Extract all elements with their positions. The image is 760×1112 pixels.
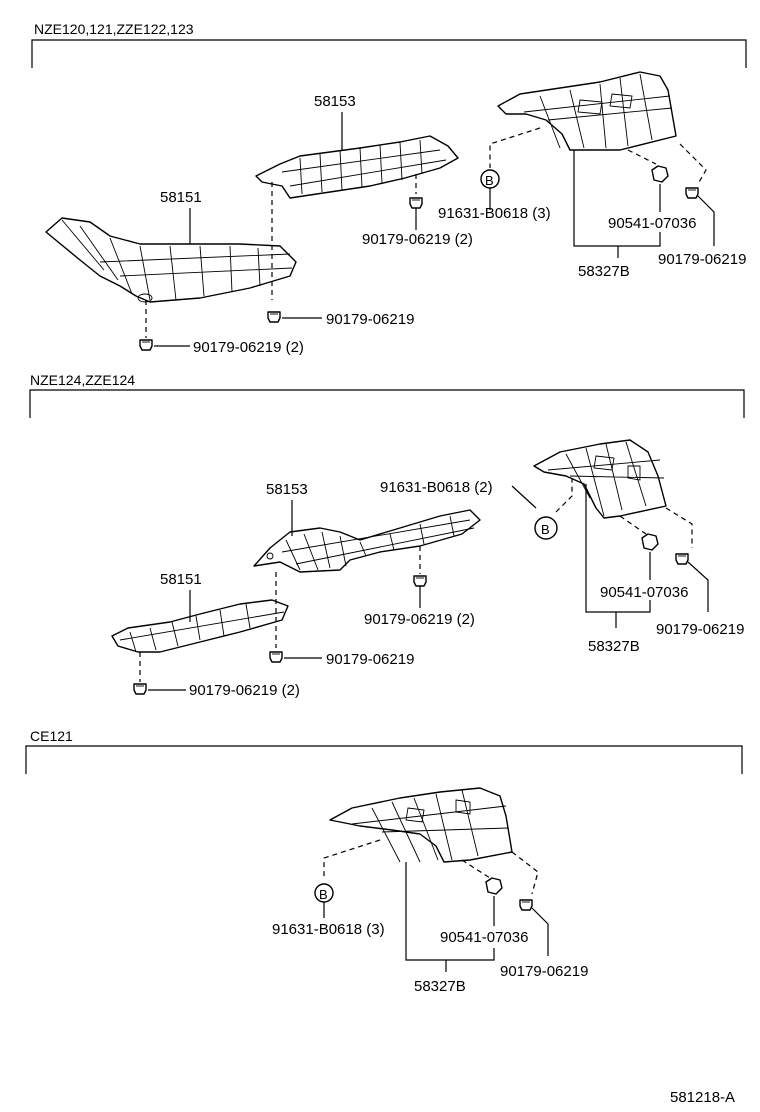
dashed-line (619, 515, 647, 535)
section-header: NZE124,ZZE124 (30, 372, 135, 388)
bolt-icon (685, 187, 699, 199)
heat-insulator-58327b (533, 439, 667, 519)
label-58327b: 58327B (588, 638, 640, 655)
bolt-icon (409, 197, 423, 209)
heat-insulator-58153 (255, 135, 459, 199)
label-58153: 58153 (314, 93, 356, 110)
dashed-line (323, 839, 381, 880)
section-bracket (29, 389, 745, 418)
leader-bolt (697, 195, 715, 246)
label-bolt: 90179-06219 (326, 311, 414, 328)
section-bracket (25, 745, 743, 774)
dashed-line (461, 859, 491, 879)
label-bolt: 90179-06219 (2) (364, 611, 475, 628)
label-bolt: 90179-06219 (658, 251, 746, 268)
label-clip: 91631-B0618 (3) (272, 921, 385, 938)
bracket-58327b (405, 862, 495, 961)
label-bolt: 90179-06219 (2) (189, 682, 300, 699)
bolt-icon (133, 683, 147, 695)
label-nut: 90541-07036 (608, 215, 696, 232)
nut-icon (651, 165, 669, 183)
clip-marker: B (480, 169, 500, 189)
section-3: CE121 B 91631-B0618 (3) 90541-07036 9017… (25, 728, 743, 995)
dashed-line (679, 143, 707, 185)
svg-text:B: B (541, 522, 550, 537)
dashed-line (511, 851, 539, 895)
bolt-icon (267, 311, 281, 323)
clip-marker: B (534, 516, 558, 540)
label-bolt: 90179-06219 (326, 651, 414, 668)
label-58153: 58153 (266, 481, 308, 498)
heat-insulator-58327b (497, 71, 677, 151)
label-58151: 58151 (160, 571, 202, 588)
leader-clip (511, 485, 537, 509)
bolt-icon (413, 575, 427, 587)
label-clip: 91631-B0618 (2) (380, 479, 493, 496)
dashed-line (555, 478, 573, 513)
section-bracket (31, 39, 747, 68)
diagram-code: 581218-A (670, 1089, 735, 1106)
leader-bolt (687, 561, 709, 612)
nut-icon (485, 877, 503, 895)
bolt-icon (269, 651, 283, 663)
bracket-58327b (585, 484, 651, 613)
svg-text:B: B (319, 887, 328, 902)
label-58327b: 58327B (414, 978, 466, 995)
label-nut: 90541-07036 (600, 584, 688, 601)
bolt-icon (139, 339, 153, 351)
label-bolt: 90179-06219 (2) (193, 339, 304, 356)
label-bolt: 90179-06219 (2) (362, 231, 473, 248)
section-header: CE121 (30, 728, 73, 744)
label-58151: 58151 (160, 189, 202, 206)
bracket-58327b (573, 150, 661, 247)
bolt-icon (675, 553, 689, 565)
label-nut: 90541-07036 (440, 929, 528, 946)
section-header: NZE120,121,ZZE122,123 (34, 21, 194, 37)
bolt-icon (519, 899, 533, 911)
dashed-line (489, 127, 541, 168)
label-bolt: 90179-06219 (656, 621, 744, 638)
heat-insulator-58151 (111, 599, 289, 653)
heat-insulator-58151 (45, 217, 297, 303)
section-2: NZE124,ZZE124 58153 58151 90179-06219 (2… (29, 372, 745, 699)
clip-marker: B (314, 883, 334, 903)
label-bolt: 90179-06219 (500, 963, 588, 980)
svg-text:B: B (485, 173, 494, 188)
leader-bolt (531, 907, 549, 956)
nut-icon (641, 533, 659, 551)
label-58327b: 58327B (578, 263, 630, 280)
dashed-line (665, 507, 693, 548)
heat-insulator-58153 (253, 509, 481, 573)
label-clip: 91631-B0618 (3) (438, 205, 551, 222)
section-1: NZE120,121,ZZE122,123 58153 58151 90179-… (31, 21, 747, 356)
heat-insulator-58327b (329, 787, 513, 863)
dashed-line (627, 149, 657, 165)
